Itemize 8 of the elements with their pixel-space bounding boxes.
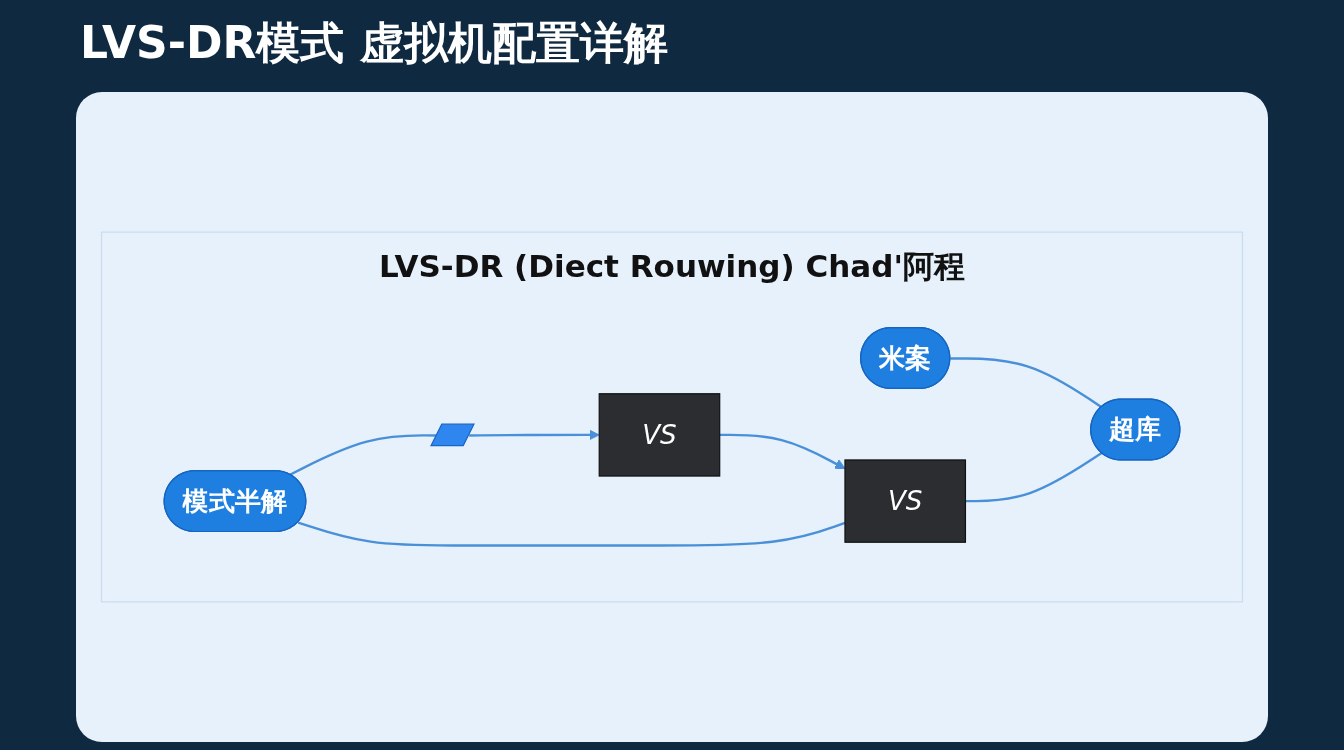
node-box: VS bbox=[598, 393, 721, 477]
node-box: VS bbox=[844, 459, 967, 543]
page-title: LVS-DR模式 虚拟机配置详解 bbox=[79, 16, 669, 70]
connector bbox=[965, 451, 1103, 503]
connector bbox=[289, 434, 437, 476]
connector bbox=[950, 357, 1103, 409]
arrow bbox=[469, 429, 600, 441]
node-box bbox=[430, 423, 475, 447]
